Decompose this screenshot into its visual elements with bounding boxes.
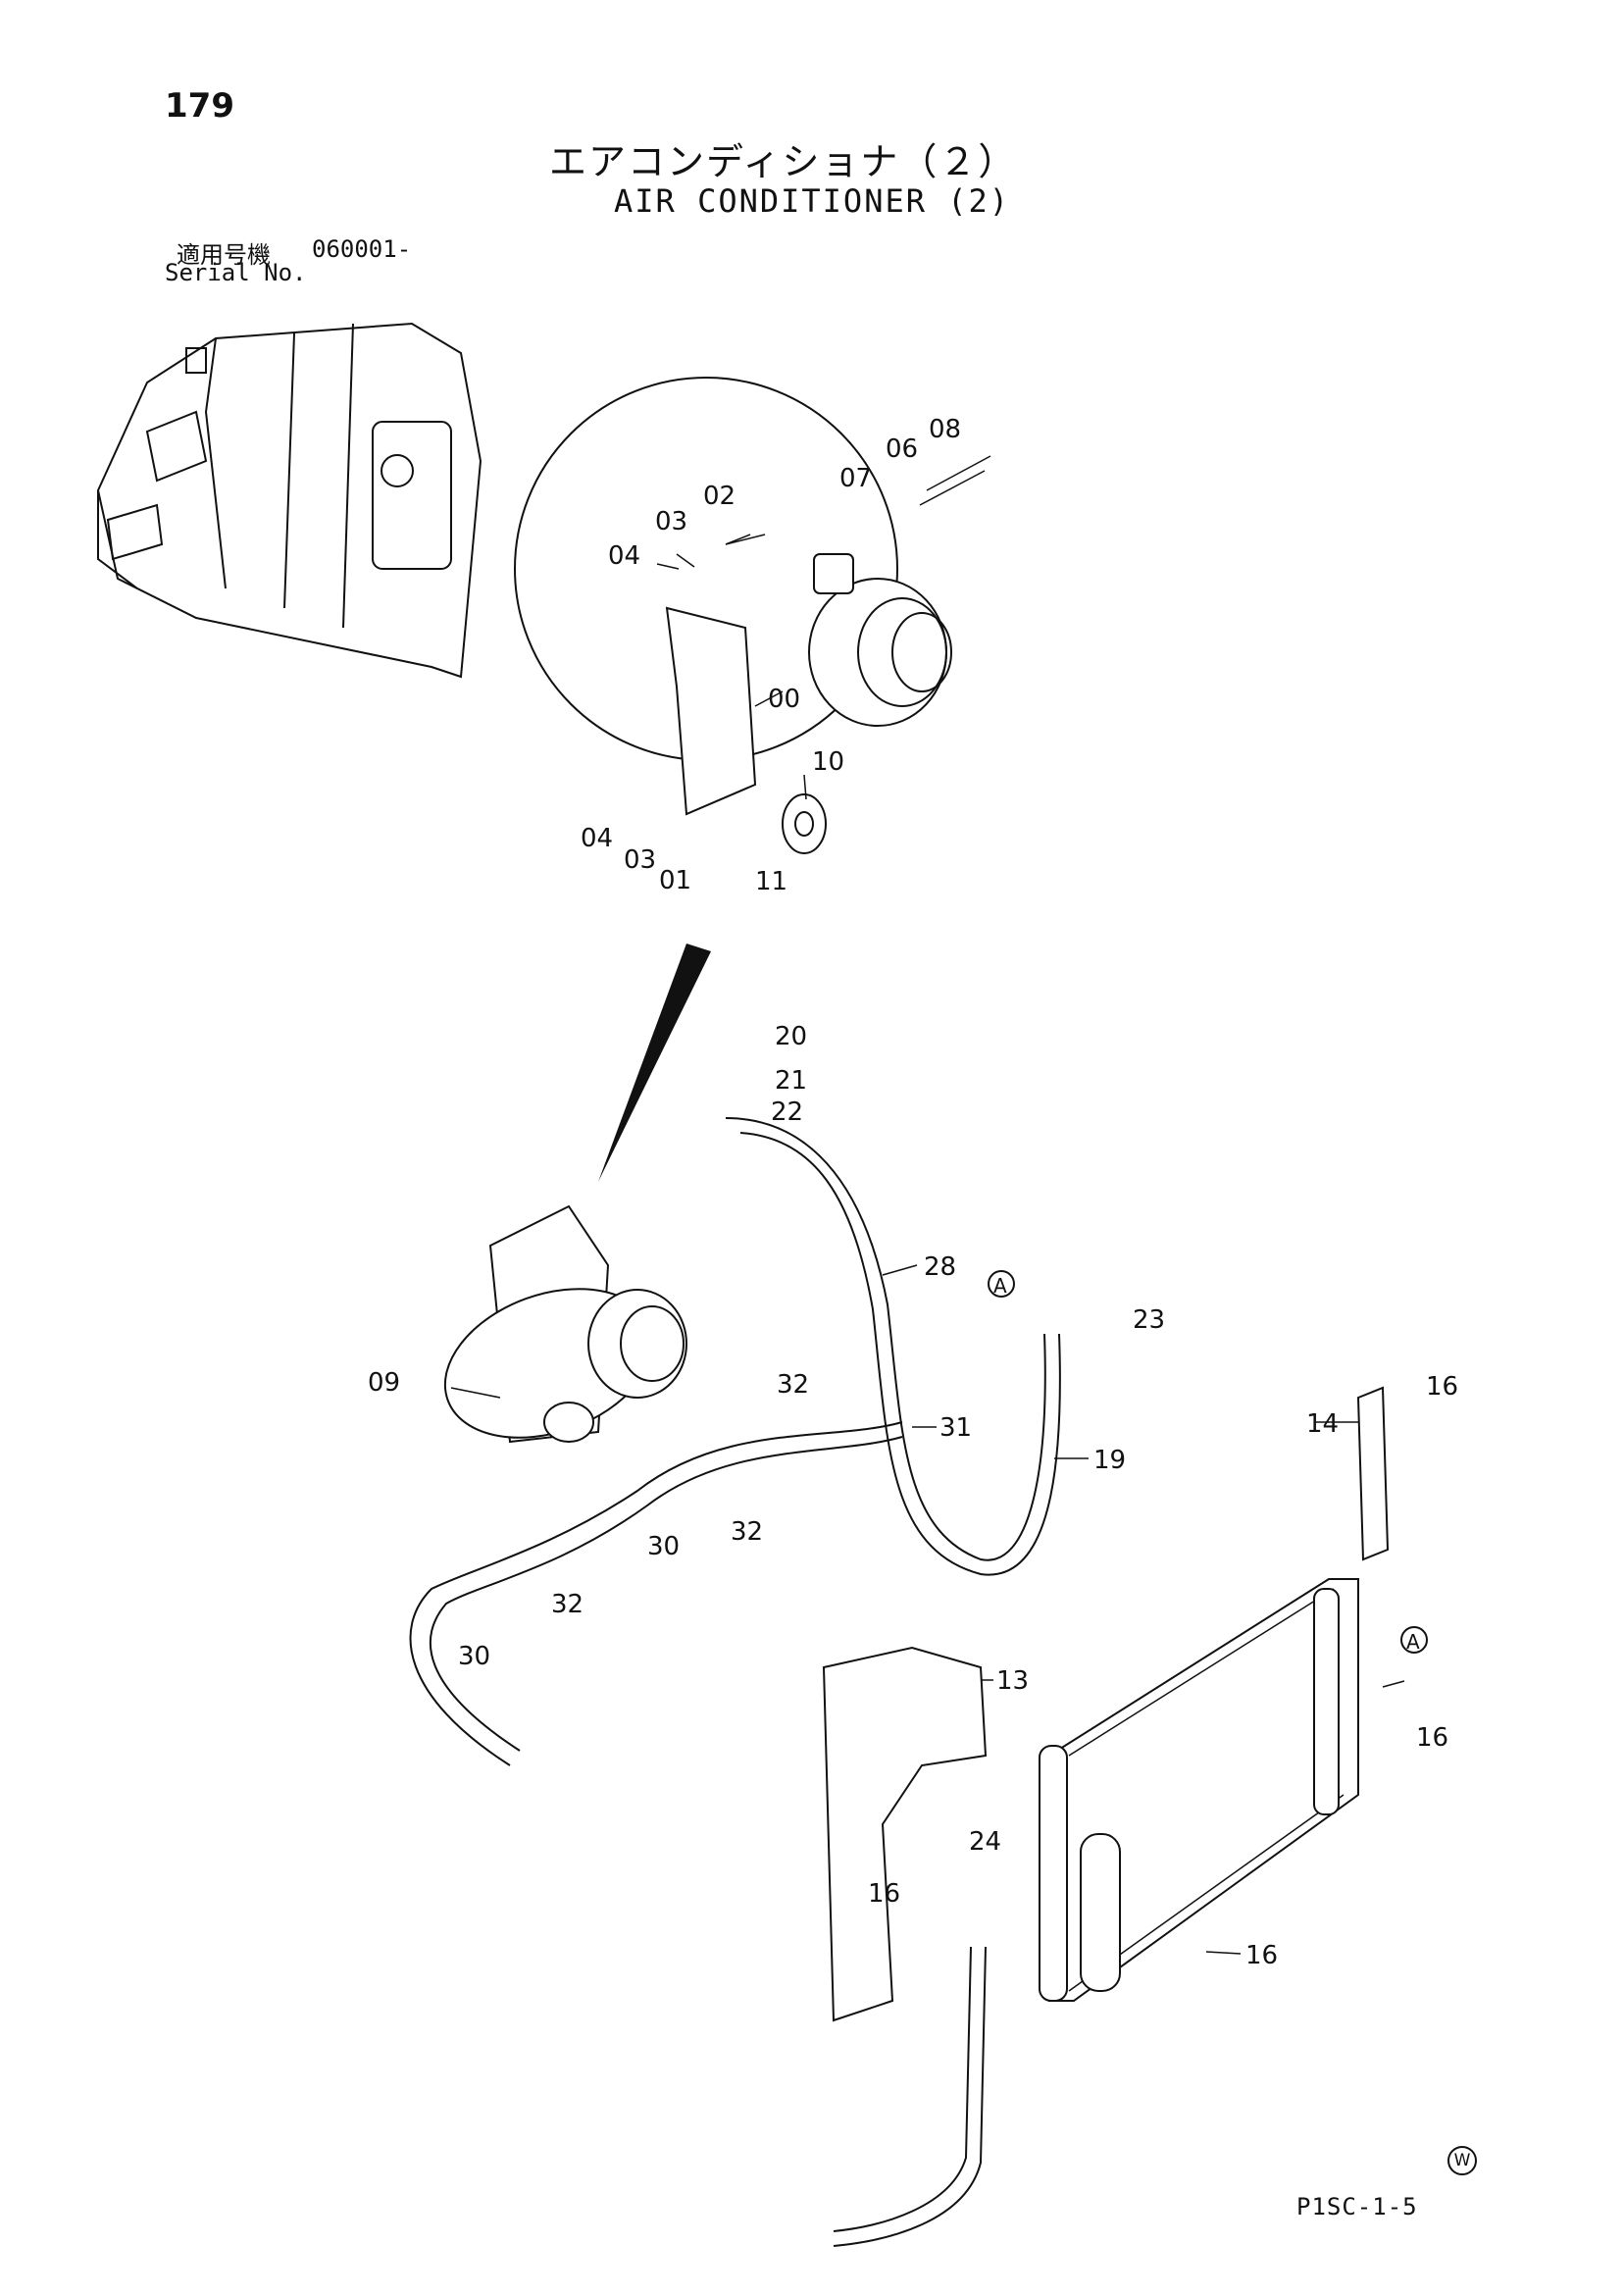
callout-28: 28	[924, 1252, 956, 1282]
detail-pointer-wedge	[598, 944, 711, 1182]
bracket-14	[1356, 1386, 1390, 1561]
callout-00: 00	[768, 685, 800, 714]
callout-01: 01	[659, 866, 691, 895]
callout-23: 23	[1133, 1305, 1165, 1335]
callout-06: 06	[886, 434, 918, 464]
callout-16: 16	[1426, 1372, 1458, 1402]
reference-a-circle	[1400, 1626, 1428, 1654]
refrigerant-hoses	[409, 1117, 1061, 2247]
callout-13: 13	[996, 1666, 1029, 1696]
reference-a-circle	[988, 1270, 1015, 1298]
serial-label-english: Serial No.	[165, 259, 307, 286]
callout-07: 07	[839, 464, 872, 493]
callout-04: 04	[581, 824, 613, 853]
callout-03: 03	[624, 845, 656, 875]
serial-number-value: 060001-	[312, 235, 412, 263]
bracket-13	[822, 1646, 988, 2022]
w-mark: W	[1447, 2146, 1477, 2175]
callout-16: 16	[868, 1879, 900, 1909]
callout-10: 10	[812, 747, 844, 777]
reference-a-label: A	[993, 1274, 1007, 1298]
callout-21: 21	[775, 1066, 807, 1096]
condenser-unit	[1039, 1578, 1359, 2002]
compressor-assembly	[443, 1204, 687, 1444]
callout-32: 32	[777, 1370, 809, 1400]
callout-22: 22	[771, 1097, 803, 1127]
callout-32: 32	[551, 1590, 584, 1619]
callout-03: 03	[655, 507, 687, 536]
drawing-code: P1SC-1-5	[1296, 2193, 1418, 2220]
callout-32: 32	[731, 1517, 763, 1547]
callout-04: 04	[608, 541, 640, 571]
serial-label-japanese: 適用号機	[177, 241, 271, 269]
title-japanese: エアコンディショナ（２）	[549, 140, 1018, 183]
callout-leader-lines	[450, 534, 1405, 1955]
callout-24: 24	[969, 1827, 1001, 1857]
excavator-cab-illustration	[96, 322, 482, 679]
callout-16: 16	[1245, 1941, 1278, 1970]
callout-14: 14	[1306, 1409, 1339, 1439]
callout-08: 08	[929, 415, 961, 444]
callout-30: 30	[458, 1642, 490, 1671]
callout-02: 02	[703, 482, 736, 511]
callout-11: 11	[755, 867, 787, 896]
callout-09: 09	[368, 1368, 400, 1398]
callout-31: 31	[939, 1413, 972, 1443]
reference-a-label: A	[1406, 1630, 1420, 1654]
callout-30: 30	[647, 1532, 680, 1561]
callout-16: 16	[1416, 1723, 1448, 1753]
page-number: 179	[165, 86, 234, 126]
callout-20: 20	[775, 1022, 807, 1051]
title-english: AIR CONDITIONER (2)	[614, 182, 1011, 220]
compressor-detail	[665, 455, 991, 854]
callout-19: 19	[1093, 1446, 1126, 1475]
